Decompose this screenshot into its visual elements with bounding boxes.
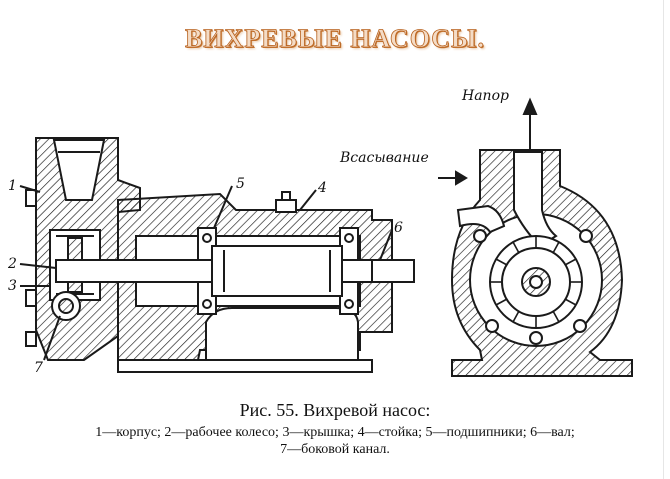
figure-caption: Рис. 55. Вихревой насос: — [239, 400, 431, 420]
figure-legend-line1: 1—корпус; 2—рабочее колесо; 3—крышка; 4—… — [95, 425, 575, 440]
part-label-4: 4 — [318, 180, 327, 196]
pump-diagram: Напор Всасывание 1 2 3 5 4 6 7 — [0, 60, 670, 400]
part-label-5: 5 — [236, 176, 245, 192]
slide-border — [663, 0, 664, 479]
cross-section-view — [438, 97, 633, 377]
side-section-view — [19, 137, 415, 373]
part-label-7: 7 — [34, 360, 43, 376]
part-label-6: 6 — [394, 220, 403, 236]
part-label-3: 3 — [8, 278, 17, 294]
pump-drawing — [19, 97, 633, 377]
slide-title: ВИХРЕВЫЕ НАСОСЫ. — [184, 24, 486, 54]
head-label: Напор — [462, 88, 509, 104]
part-label-1: 1 — [8, 178, 17, 194]
figure-legend-line2: 7—боковой канал. — [280, 442, 390, 457]
part-label-2: 2 — [8, 256, 17, 272]
suction-label: Всасывание — [340, 150, 429, 166]
